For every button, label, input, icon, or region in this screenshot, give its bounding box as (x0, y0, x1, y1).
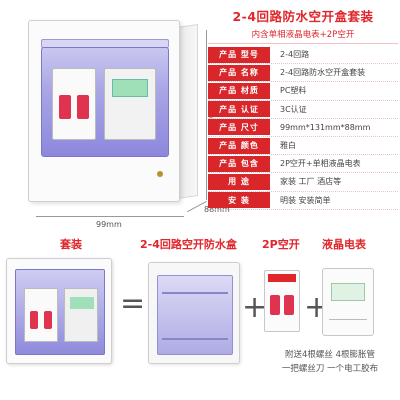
spec-row: 产品 包含 2P空开+单相液晶电表 (208, 155, 398, 174)
empty-box-cover (157, 275, 233, 355)
set-label: 套装 (60, 238, 82, 251)
spec-value: 2-4回路 (280, 50, 310, 60)
spec-table: 产品 型号 2-4回路 产品 名称 2-4回路防水空开盒套装 产品 材质 PC塑… (208, 46, 398, 210)
product-illustration: 131mm 99mm 88mm (10, 10, 230, 229)
spec-row: 安 装 明装 安装简单 (208, 192, 398, 210)
breaker-handle (44, 311, 52, 329)
meter-label: 液晶电表 (322, 238, 366, 251)
width-label: 99mm (96, 220, 122, 229)
spec-row: 产品 型号 2-4回路 (208, 46, 398, 65)
spec-key: 产品 名称 (208, 64, 270, 81)
width-dimension-line (36, 216, 184, 217)
spec-key: 产品 尺寸 (208, 119, 270, 136)
meter-terminals (329, 319, 367, 329)
transparent-cover (41, 47, 169, 157)
empty-box-image (148, 262, 240, 364)
spec-key: 产品 颜色 (208, 137, 270, 154)
spec-key: 用 途 (208, 173, 270, 190)
spec-row: 产品 名称 2-4回路防水空开盒套装 (208, 64, 398, 83)
height-dimension-line (206, 30, 207, 200)
breaker-handle (77, 95, 89, 119)
meter-lcd (112, 79, 148, 97)
breaker-module (52, 68, 96, 140)
breaker-2p-image (264, 270, 300, 332)
breaker-handle (30, 311, 38, 329)
breaker-label: 2P空开 (262, 238, 300, 251)
spec-key: 产品 型号 (208, 46, 270, 63)
spec-row: 产品 认证 3C认证 (208, 101, 398, 119)
spec-key: 产品 包含 (208, 155, 270, 172)
spec-value: 雅白 (280, 141, 296, 151)
din-rail (162, 292, 228, 294)
lcd-meter-image (322, 268, 374, 336)
breaker-handle (270, 295, 280, 315)
set-cover (15, 269, 105, 355)
spec-key: 安 装 (208, 192, 270, 209)
breaker-handle (59, 95, 71, 119)
breaker-handle (284, 295, 294, 315)
box-label: 2-4回路空开防水盒 (140, 238, 237, 251)
spec-row: 产品 材质 PC塑料 (208, 82, 398, 101)
spec-row: 产品 颜色 雅白 (208, 137, 398, 156)
product-title: 2-4回路防水空开盒套装 (232, 9, 374, 24)
equals-sign: = (120, 286, 146, 321)
spec-row: 产品 尺寸 99mm*131mm*88mm (208, 119, 398, 137)
box-front-panel (28, 20, 180, 202)
spec-value: 家装 工厂 酒店等 (280, 177, 342, 187)
meter-lcd (70, 297, 94, 309)
spec-value: 2-4回路防水空开盒套装 (280, 68, 366, 78)
spec-row: 用 途 家装 工厂 酒店等 (208, 173, 398, 192)
din-rail (162, 338, 228, 340)
accessories-note-line: 附送4根螺丝 4根膨胀管 (284, 350, 376, 360)
set-meter (64, 288, 98, 342)
spec-value: 明装 安装简单 (280, 195, 331, 205)
spec-value: 99mm*131mm*88mm (280, 122, 371, 132)
screw-icon (157, 171, 163, 177)
spec-key: 产品 材质 (208, 82, 270, 99)
accessories-note: 附送4根螺丝 4根膨胀管 一把螺丝刀 一个电工胶布 (262, 348, 398, 376)
meter-module (104, 68, 156, 140)
meter-screen (331, 283, 365, 301)
product-subtitle: 内含单相液晶电表+2P空开 (208, 28, 398, 44)
spec-value: 3C认证 (280, 104, 307, 114)
accessories-note-line: 一把螺丝刀 一个电工胶布 (281, 364, 379, 374)
set-image (6, 258, 112, 364)
plus-sign: + (242, 290, 268, 325)
breaker-brand-strip (268, 274, 296, 282)
spec-key: 产品 认证 (208, 101, 270, 118)
spec-value: 2P空开+单相液晶电表 (280, 159, 361, 169)
set-breaker (24, 288, 58, 342)
spec-panel: 2-4回路防水空开盒套装 内含单相液晶电表+2P空开 产品 型号 2-4回路 产… (208, 6, 398, 210)
spec-value: PC塑料 (280, 86, 307, 96)
